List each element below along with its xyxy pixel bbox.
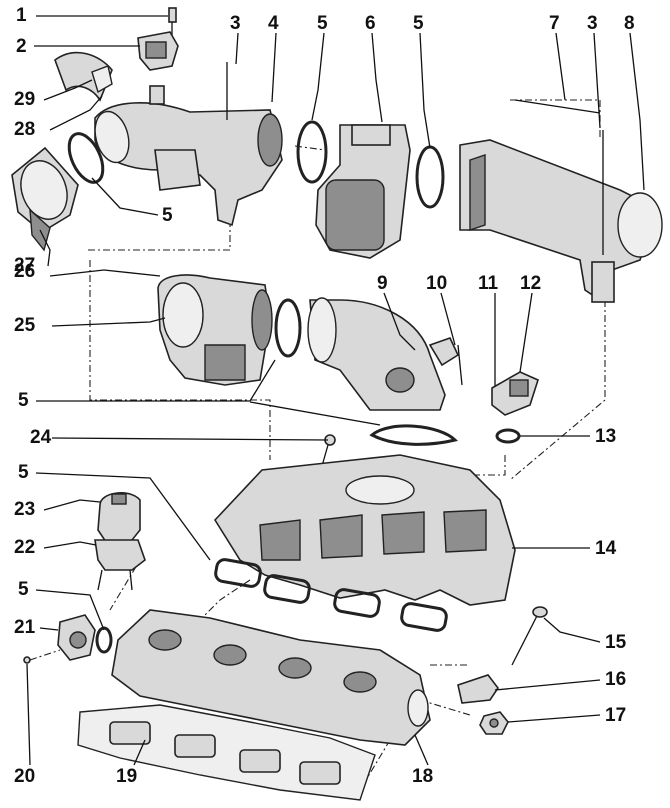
exhaust-manifold-18: [111, 609, 431, 746]
label-22: 22: [14, 537, 36, 558]
label-2: 1: [16, 5, 27, 26]
gasket-plate-19: [77, 704, 376, 801]
label-5-manifold: 5: [18, 462, 29, 483]
leader-lines: [26, 15, 645, 766]
label-29: 29: [14, 89, 36, 110]
label-13: 13: [595, 426, 617, 447]
label-10: 10: [426, 273, 448, 294]
label-7: 7: [549, 13, 560, 34]
label-5-lower: 5: [18, 579, 29, 600]
label-18: 18: [412, 766, 434, 787]
label-11: 11: [478, 273, 499, 294]
intake-manifold-14: [213, 454, 516, 606]
label-20: 20: [14, 766, 36, 787]
clip-28: [91, 65, 113, 94]
label-5-mid: 5: [18, 390, 29, 411]
o-ring-13: [495, 428, 521, 444]
elbow-pipe-9: [307, 297, 460, 411]
bolt-10: [457, 344, 463, 386]
label-4: 4: [268, 13, 279, 34]
label-16: 16: [605, 669, 627, 690]
label-23: 23: [14, 499, 36, 520]
sensor-16: [457, 674, 499, 704]
seal-ring-5d: [274, 298, 302, 358]
throttle-body-6: [315, 124, 411, 259]
inlet-funnel-27: [11, 146, 79, 252]
label-21: 21: [14, 617, 36, 638]
label-25: 25: [14, 315, 36, 336]
label-9: 9: [377, 273, 388, 294]
sensor-1: [137, 31, 179, 71]
gasket-5e: [369, 424, 458, 446]
label-1: 2: [16, 36, 27, 57]
stud-7: [514, 99, 601, 114]
alignment-lines: [29, 99, 606, 791]
bracket-22: [94, 539, 146, 591]
label-3b: 3: [587, 13, 598, 34]
label-5-top-a: 5: [317, 13, 328, 34]
label-12: 12: [520, 273, 542, 294]
label-19: 19: [116, 766, 138, 787]
throttle-valve-25: [157, 274, 273, 386]
seal-ring-5c: [415, 145, 445, 209]
charge-air-pipe-8: [459, 139, 663, 303]
label-8: 8: [624, 13, 635, 34]
label-3a: 3: [230, 13, 241, 34]
label-15: 15: [605, 632, 627, 653]
label-5-top-b: 5: [413, 13, 424, 34]
intake-pipe-4: [94, 85, 283, 227]
label-27: 27: [14, 255, 36, 276]
bolt-26: [103, 269, 161, 277]
bolt-15: [511, 606, 548, 666]
pin-20: [23, 656, 31, 664]
actuator-23: [97, 492, 141, 546]
label-6: 6: [365, 13, 376, 34]
label-24: 24: [30, 427, 52, 448]
label-28: 28: [14, 119, 36, 140]
label-14: 14: [595, 538, 617, 559]
label-17: 17: [605, 705, 627, 726]
valve-21: [57, 614, 96, 661]
seal-ring-5b: [296, 120, 328, 184]
label-26: 26: [14, 261, 36, 282]
sensor-12: [491, 371, 539, 416]
nut-17: [479, 711, 509, 735]
gasket-5f: [95, 626, 113, 654]
seal-ring-5a: [67, 132, 105, 184]
label-5-left: 5: [162, 205, 173, 226]
manifold-gaskets-5: [214, 558, 448, 632]
